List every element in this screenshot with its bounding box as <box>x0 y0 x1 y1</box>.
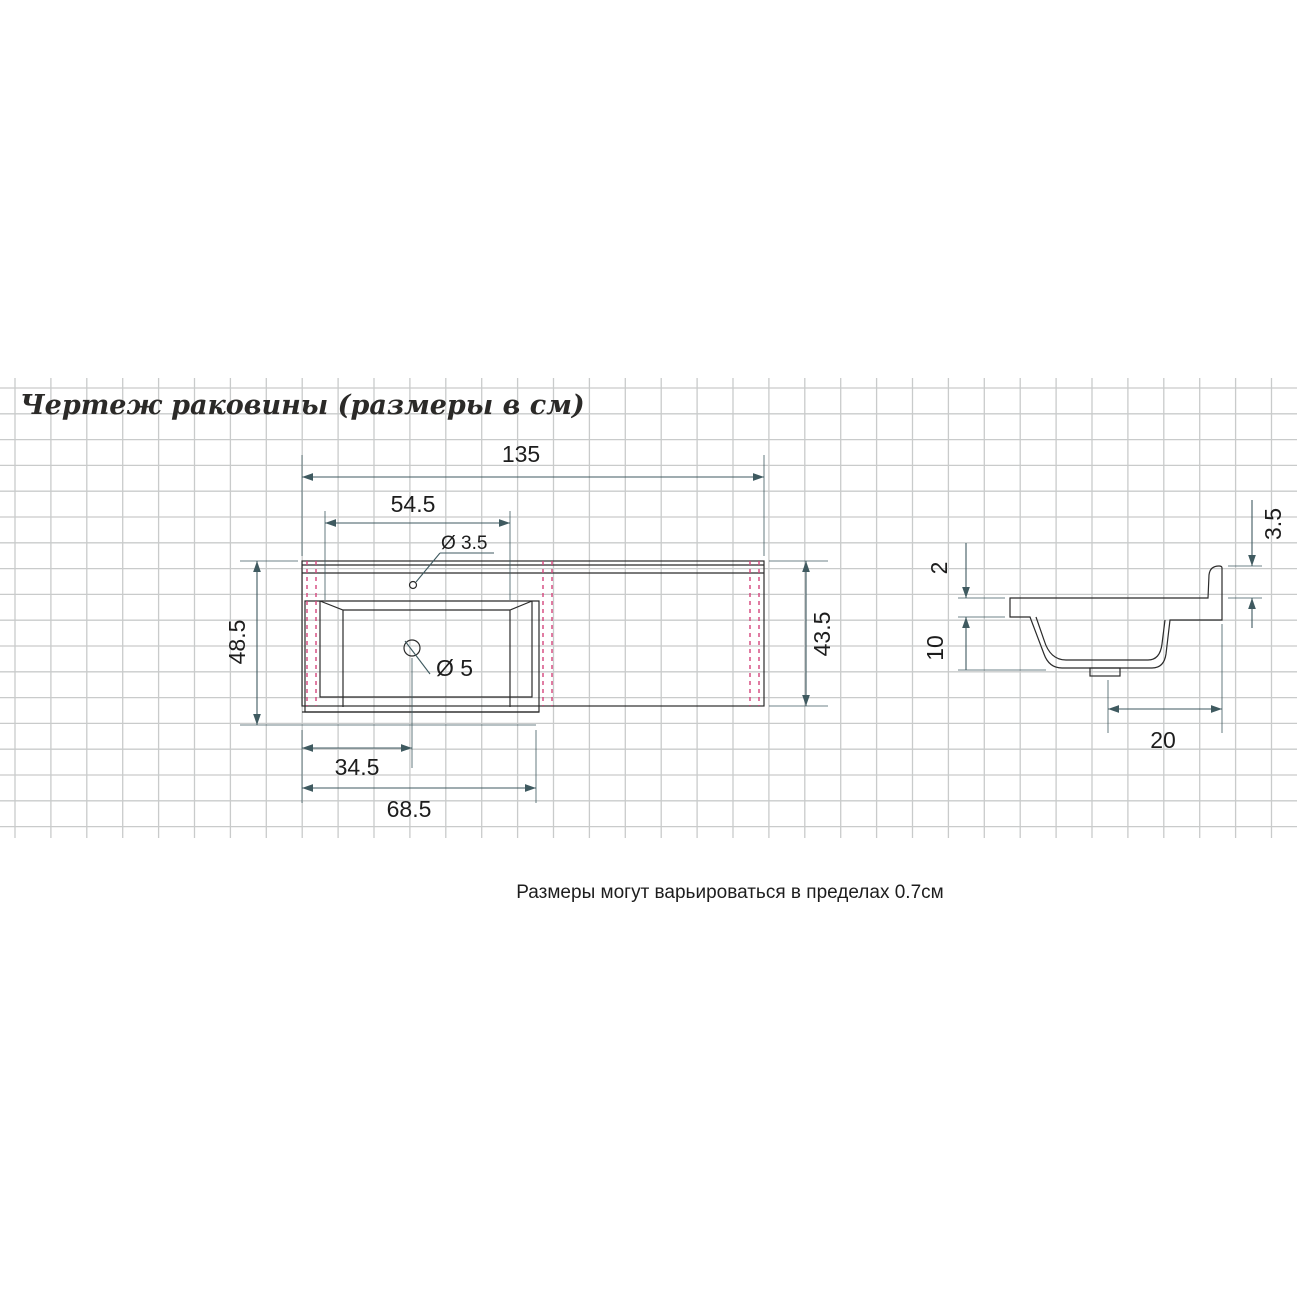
label-depth-left: 48.5 <box>224 620 250 665</box>
label-faucet-offset: 54.5 <box>391 491 436 517</box>
drain-outlet <box>1089 667 1121 677</box>
label-depth-right: 43.5 <box>809 612 835 657</box>
label-drain-offset: 34.5 <box>335 754 380 780</box>
dimension-depth-left: 48.5 <box>224 560 536 726</box>
callout-drain-hole: Ø 5 <box>404 640 473 681</box>
countertop-outline <box>301 560 765 707</box>
label-backsplash-height: 3.5 <box>1260 508 1286 540</box>
background-grid <box>0 378 1297 838</box>
dimension-backsplash-height: 3.5 <box>1228 500 1286 628</box>
dimension-drain-offset: 34.5 <box>301 658 413 803</box>
side-view: 2 10 3.5 20 <box>922 500 1286 753</box>
dimension-top-thickness: 2 <box>926 543 1005 670</box>
plan-view: 135 54.5 Ø 3.5 Ø 5 48.5 <box>224 441 835 822</box>
label-overall-width: 135 <box>502 441 540 467</box>
label-top-thickness: 2 <box>926 562 952 575</box>
label-drain-hole: Ø 5 <box>436 655 473 681</box>
sink-profile <box>1009 565 1223 669</box>
hidden-supports <box>306 561 760 706</box>
drain-hole <box>403 639 421 657</box>
callout-faucet-hole: Ø 3.5 <box>415 533 494 583</box>
label-profile-width: 20 <box>1150 727 1176 753</box>
dimension-bowl-depth: 10 <box>922 635 1046 671</box>
dimension-overall-width: 135 <box>301 441 765 556</box>
sink-bowl <box>302 600 540 713</box>
dimension-profile-width: 20 <box>1107 624 1223 753</box>
drawing-title: Чертеж раковины (размеры в см) <box>20 390 585 421</box>
tolerance-note: Размеры могут варьироваться в пределах 0… <box>516 882 943 903</box>
faucet-hole <box>408 580 418 590</box>
label-bowl-section: 68.5 <box>387 796 432 822</box>
dimension-faucet-offset: 54.5 <box>324 491 511 600</box>
label-bowl-depth: 10 <box>922 635 948 661</box>
dimension-bowl-section: 68.5 <box>302 730 537 822</box>
dimension-depth-right: 43.5 <box>769 560 835 707</box>
label-faucet-hole: Ø 3.5 <box>441 533 487 554</box>
